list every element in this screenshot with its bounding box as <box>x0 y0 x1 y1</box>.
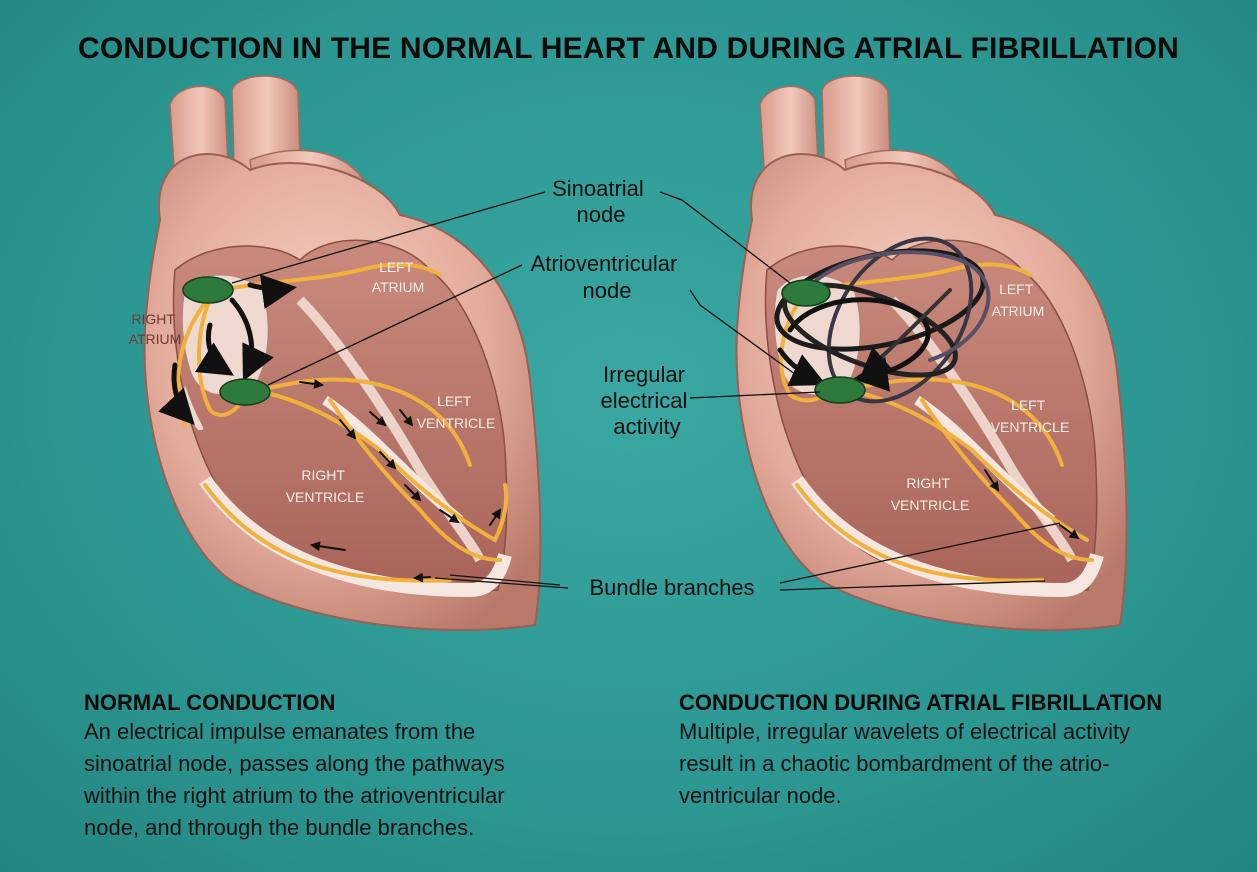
sinoatrial-node-right <box>782 280 830 306</box>
normal-conduction-heading: NORMAL CONDUCTION <box>84 690 335 716</box>
sinoatrial-node-left <box>183 277 233 303</box>
fibrillation-conduction-heading: CONDUCTION DURING ATRIAL FIBRILLATION <box>679 690 1162 716</box>
av-node-right <box>815 377 865 403</box>
bundle-branches-callout: Bundle branches <box>589 575 754 600</box>
sinoatrial-node-callout: Sinoatrial node <box>552 176 650 227</box>
atrioventricular-node-callout: Atrioventricular node <box>531 251 684 303</box>
normal-conduction-text: An electrical impulse emanates from the … <box>84 716 505 844</box>
irregular-activity-callout: Irregular electrical activity <box>601 362 694 439</box>
fibrillation-conduction-text: Multiple, irregular wavelets of electric… <box>679 716 1130 812</box>
fibrillation-heart: LEFT ATRIUM LEFT VENTRICLE RIGHT VENTRIC… <box>737 76 1127 630</box>
av-node-left <box>220 379 270 405</box>
